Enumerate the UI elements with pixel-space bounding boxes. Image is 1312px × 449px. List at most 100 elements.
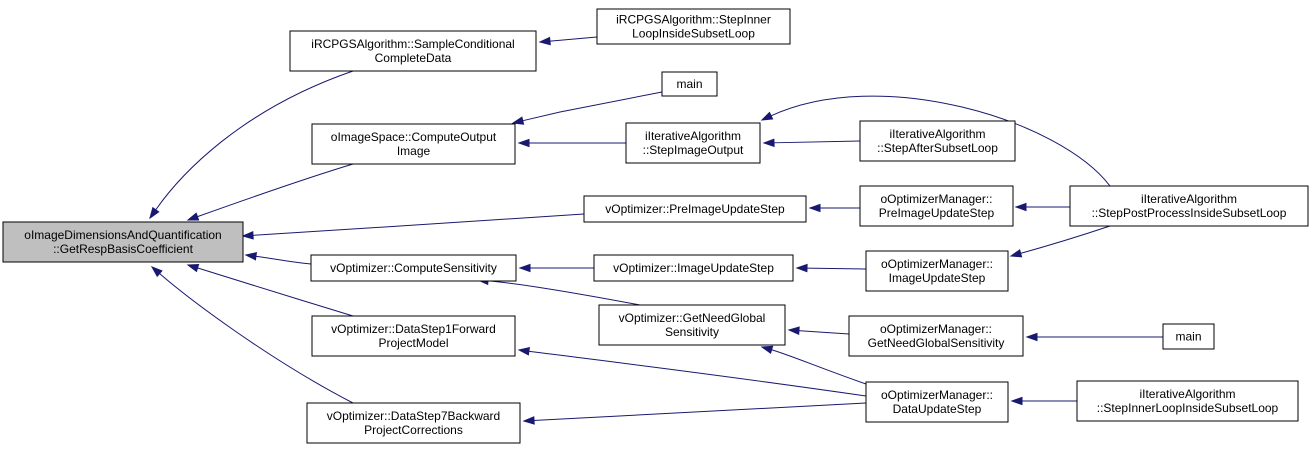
node-mgrGetNeedGlobal[interactable]: oOptimizerManager::GetNeedGlobalSensitiv… <box>848 315 1024 357</box>
edge-line <box>770 348 867 385</box>
edge-line <box>772 140 861 144</box>
node-label-line: ProjectModel <box>378 336 448 350</box>
node-box <box>596 8 791 45</box>
node-stepInnerRC[interactable]: iRCPGSAlgorithm::StepInnerLoopInsideSubs… <box>596 8 791 45</box>
edge-dataStep7-to-root <box>150 266 354 404</box>
node-root[interactable]: oImageDimensionsAndQuantification::GetRe… <box>2 221 244 263</box>
edge-line <box>805 267 867 270</box>
node-box <box>865 250 1009 292</box>
node-label-line: ::StepInnerLoopInsideSubsetLoop <box>1097 401 1279 415</box>
node-box <box>310 254 517 282</box>
node-label-line: vOptimizer::DataStep1Forward <box>331 322 496 336</box>
node-getNeedGlobal[interactable]: vOptimizer::GetNeedGlobalSensitivity <box>598 304 786 346</box>
arrowhead <box>244 252 257 261</box>
edge-line <box>1019 225 1111 255</box>
node-stepPostProcess[interactable]: iIterativeAlgorithm::StepPostProcessInsi… <box>1069 185 1309 227</box>
arrowhead <box>795 263 808 273</box>
arrowhead <box>522 416 535 425</box>
edge-mgrImageUpdate-to-imageUpdate <box>795 263 867 273</box>
edge-stepAfterSubset-to-stepImageOutput <box>762 138 861 148</box>
node-label-line: oOptimizerManager:: <box>880 322 992 336</box>
node-box <box>848 315 1024 357</box>
node-sampleCond[interactable]: iRCPGSAlgorithm::SampleConditionalComple… <box>289 30 537 72</box>
node-label-line: iIterativeAlgorithm <box>1141 192 1237 206</box>
node-main1[interactable]: main <box>661 71 718 97</box>
edge-line <box>254 255 312 265</box>
node-label-line: vOptimizer::GetNeedGlobal <box>619 311 766 325</box>
node-box <box>661 71 718 97</box>
node-box <box>1076 380 1299 422</box>
node-stepImageOutput[interactable]: iIterativeAlgorithm::StepImageOutput <box>625 122 761 164</box>
node-box <box>306 402 521 444</box>
node-stepInnerIter[interactable]: iIterativeAlgorithm::StepInnerLoopInside… <box>1076 380 1299 422</box>
node-label-line: Sensitivity <box>665 325 719 339</box>
arrowhead <box>538 36 551 46</box>
node-box <box>311 315 516 357</box>
node-box <box>1069 185 1309 227</box>
edge-stepPostProcess-to-mgrImageUpdate <box>1009 225 1111 258</box>
node-box <box>583 195 807 223</box>
arrowhead <box>760 111 774 121</box>
edge-mgrPreImage-to-preImageUpdate <box>808 203 860 213</box>
node-label-line: oImageDimensionsAndQuantification <box>24 228 221 242</box>
edge-line <box>154 70 354 211</box>
arrowhead <box>150 266 163 278</box>
node-box <box>625 122 761 164</box>
edge-stepPostProcess-to-stepImageOutput <box>760 95 1111 187</box>
arrowhead <box>517 138 530 148</box>
node-label-line: ::StepImageOutput <box>643 143 744 157</box>
arrowhead <box>762 138 775 148</box>
edge-dataStep1-to-root <box>186 263 354 317</box>
node-label-line: oOptimizerManager:: <box>880 192 992 206</box>
edge-main2-to-mgrGetNeedGlobal <box>1025 332 1163 342</box>
node-mgrPreImage[interactable]: oOptimizerManager::PreImageUpdateStep <box>859 185 1014 227</box>
node-label-line: iRCPGSAlgorithm::SampleConditional <box>311 37 514 51</box>
node-stepAfterSubset[interactable]: iIterativeAlgorithm::StepAfterSubsetLoop <box>859 120 1016 162</box>
node-label-line: main <box>676 77 702 91</box>
edge-line <box>486 280 641 306</box>
node-mgrDataUpdate[interactable]: oOptimizerManager::DataUpdateStep <box>865 381 1009 423</box>
node-label-line: vOptimizer::ImageUpdateStep <box>613 261 774 275</box>
node-label-line: LoopInsideSubsetLoop <box>632 27 755 41</box>
arrowhead <box>149 206 160 220</box>
arrowhead <box>1025 332 1038 342</box>
node-label-line: iIterativeAlgorithm <box>1139 387 1235 401</box>
node-box <box>1162 323 1215 350</box>
node-box <box>593 254 794 282</box>
edge-line <box>521 91 663 122</box>
edge-computeOutput-to-root <box>186 163 354 221</box>
node-mgrImageUpdate[interactable]: oOptimizerManager::ImageUpdateStep <box>865 250 1009 292</box>
node-layer: oImageDimensionsAndQuantification::GetRe… <box>2 8 1309 444</box>
node-main2[interactable]: main <box>1162 323 1215 350</box>
node-label-line: DataUpdateStep <box>893 402 982 416</box>
arrowhead <box>1010 396 1023 406</box>
arrowhead <box>511 116 525 125</box>
arrowhead <box>241 231 254 240</box>
node-label-line: vOptimizer::PreImageUpdateStep <box>605 202 785 216</box>
edge-line <box>532 402 867 422</box>
arrowhead <box>808 203 821 213</box>
node-label-line: GetNeedGlobalSensitivity <box>868 336 1005 350</box>
node-label-line: PreImageUpdateStep <box>879 206 995 220</box>
edge-stepInnerRC-to-sampleCond <box>538 36 598 46</box>
node-preImageUpdate[interactable]: vOptimizer::PreImageUpdateStep <box>583 195 807 223</box>
node-label-line: ::StepPostProcessInsideSubsetLoop <box>1092 206 1287 220</box>
arrowhead <box>1014 202 1027 212</box>
node-dataStep7[interactable]: vOptimizer::DataStep7BackwardProjectCorr… <box>306 402 521 444</box>
edge-line <box>196 267 354 317</box>
node-computeSens[interactable]: vOptimizer::ComputeSensitivity <box>310 254 517 282</box>
node-label-line: ProjectCorrections <box>364 423 463 437</box>
node-label-line: CompleteData <box>375 51 452 65</box>
node-box <box>865 381 1009 423</box>
node-label-line: iIterativeAlgorithm <box>645 129 741 143</box>
edge-mgrDataUpdate-to-dataStep7 <box>522 402 867 425</box>
edge-line <box>196 163 354 218</box>
node-label-line: ::StepAfterSubsetLoop <box>877 141 998 155</box>
edge-mgrDataUpdate-to-dataStep1 <box>517 347 867 397</box>
edge-line <box>769 95 1111 187</box>
node-box <box>859 185 1014 227</box>
node-imageUpdate[interactable]: vOptimizer::ImageUpdateStep <box>593 254 794 282</box>
